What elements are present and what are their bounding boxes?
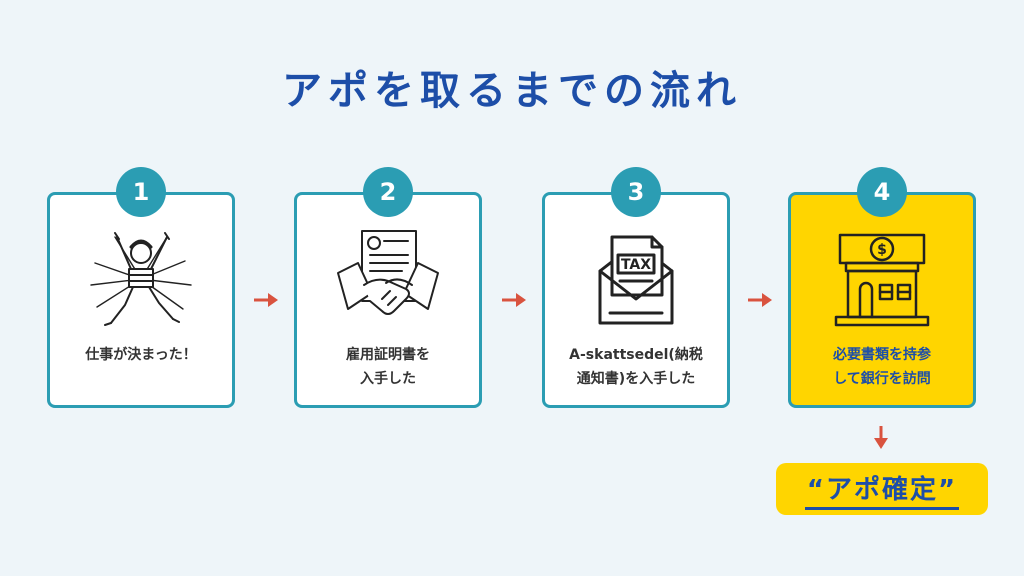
svg-text:$: $ <box>877 242 887 258</box>
step-label: A-skattsedel(納税 通知書)を入手した <box>569 347 703 387</box>
step-card-2: 2 雇用証明書を 入手した <box>294 167 482 408</box>
svg-text:TAX: TAX <box>621 257 651 273</box>
step-number-badge: 2 <box>363 167 413 217</box>
down-arrow-icon <box>874 426 888 449</box>
page-title: アポを取るまでの流れ <box>282 68 742 114</box>
step-label: 必要書類を持参 して銀行を訪問 <box>833 347 931 387</box>
tax-envelope-icon: TAX <box>545 223 727 335</box>
step-card-4: 4 $ 必要書類を持参 して銀行を訪問 <box>788 167 976 408</box>
step-label: 雇用証明書を 入手した <box>346 347 430 387</box>
step-card-3: 3 TAX A-skattsedel(納税 通知書)を入手した <box>542 167 730 408</box>
handshake-contract-icon <box>297 223 479 335</box>
right-arrow-icon <box>748 293 772 307</box>
result-banner: “アポ確定” <box>776 463 988 515</box>
step-card-1: 1 仕事が決まった！ <box>47 167 235 408</box>
step-number-badge: 4 <box>857 167 907 217</box>
step-number-badge: 3 <box>611 167 661 217</box>
step-number-badge: 1 <box>116 167 166 217</box>
right-arrow-icon <box>502 293 526 307</box>
step-label: 仕事が決まった！ <box>85 347 197 363</box>
right-arrow-icon <box>254 293 278 307</box>
jumping-person-icon <box>50 223 232 335</box>
bank-icon: $ <box>791 223 973 335</box>
result-label: “アポ確定” <box>804 469 960 510</box>
